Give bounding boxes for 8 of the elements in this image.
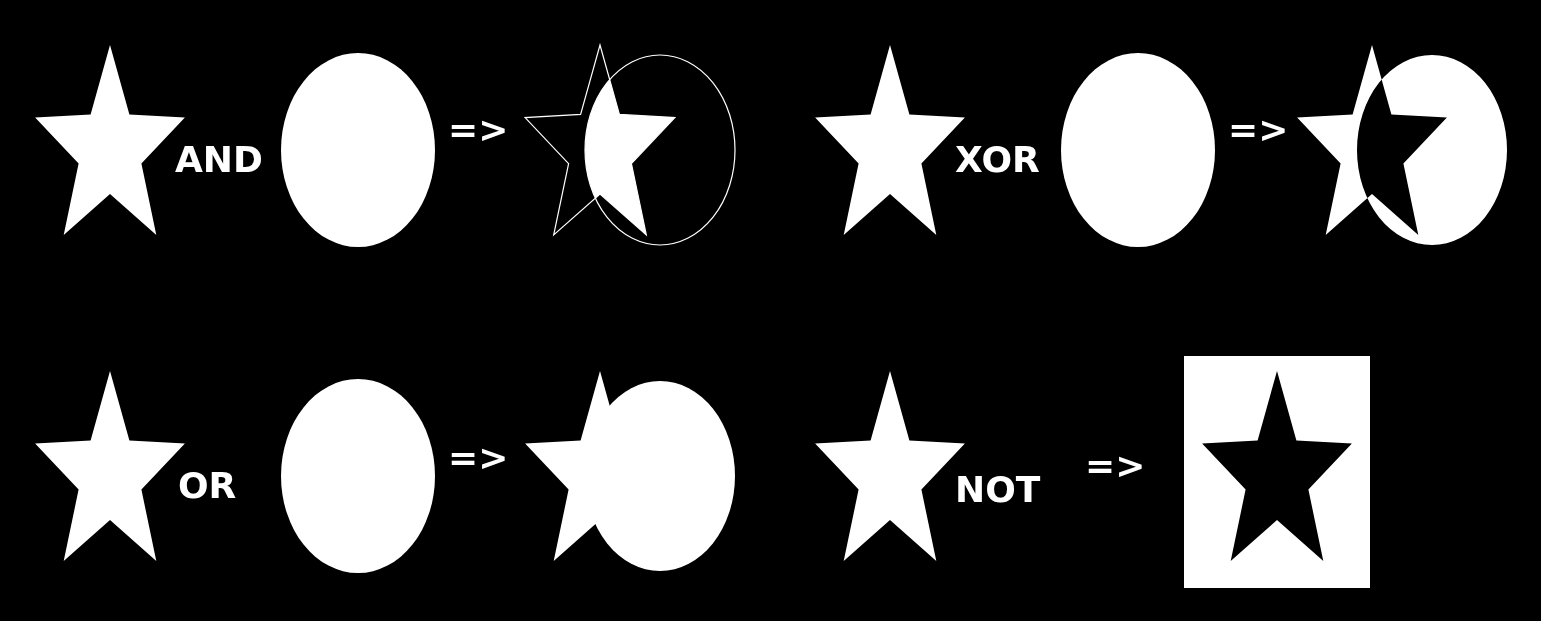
implies-symbol: => (448, 440, 509, 476)
implies-symbol: => (1085, 448, 1146, 484)
operator-label: OR (178, 468, 237, 504)
operator-label: AND (175, 142, 263, 178)
operator-label: NOT (955, 472, 1041, 508)
implies-symbol: => (448, 112, 509, 148)
implies-symbol: => (1228, 112, 1289, 148)
operator-label: XOR (955, 142, 1040, 178)
